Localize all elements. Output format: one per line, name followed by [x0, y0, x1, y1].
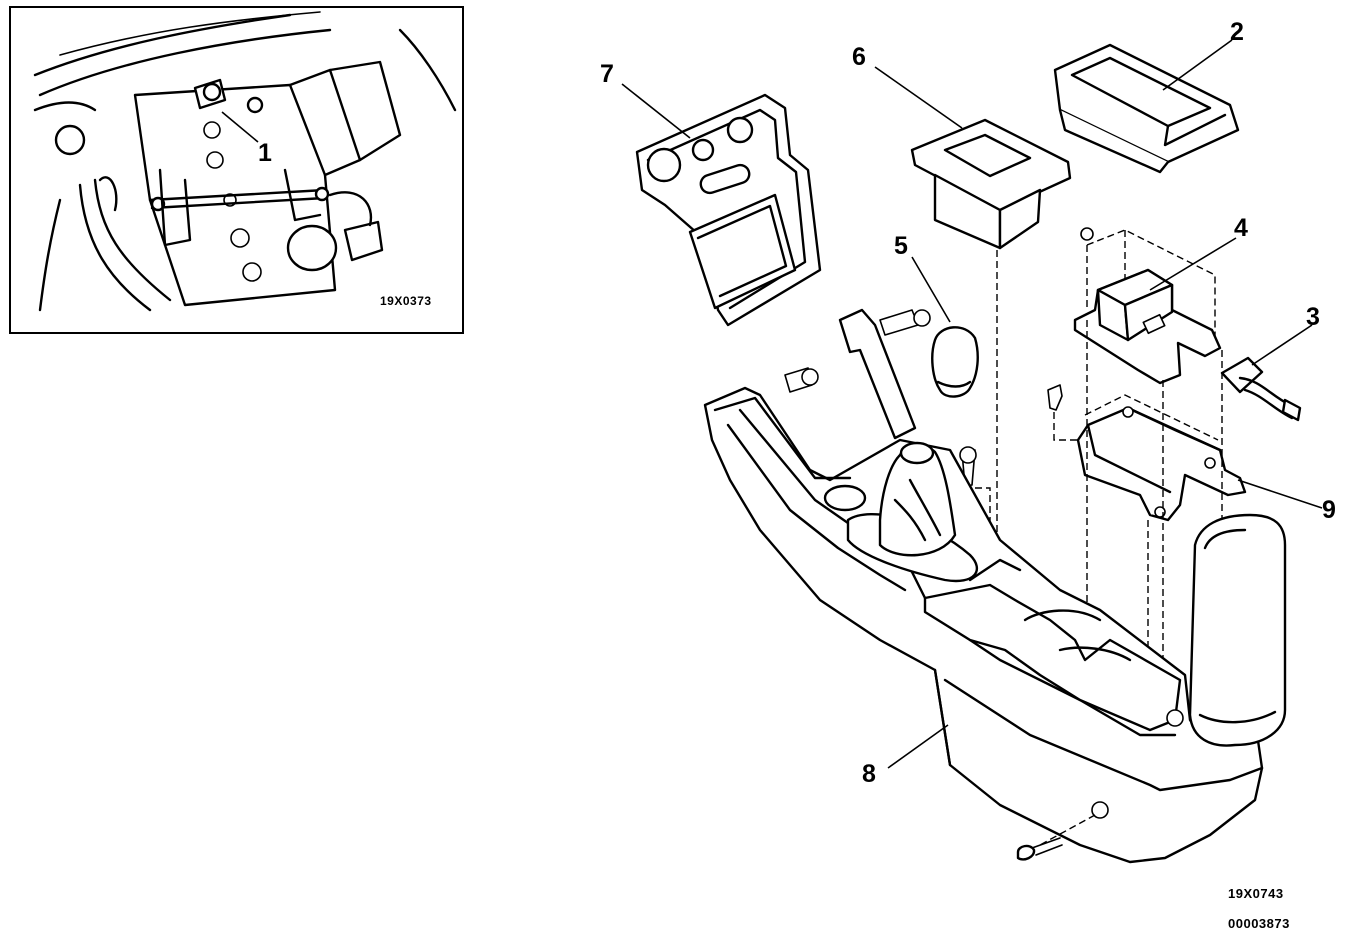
part-5-knob: 5	[894, 232, 979, 398]
part-8-console: 8	[703, 386, 1287, 864]
document-number: 00003873	[1228, 916, 1290, 931]
callout-7: 7	[600, 60, 614, 88]
part-4-module: 4	[1073, 214, 1248, 385]
callout-5: 5	[894, 232, 908, 260]
callout-4: 4	[1234, 214, 1248, 242]
part-2-tray: 2	[1053, 18, 1244, 174]
callout-3: 3	[1306, 303, 1320, 331]
inset-figure-code: 19X0373	[380, 294, 432, 308]
callout-6: 6	[852, 43, 866, 71]
part-7-bezel: 7	[600, 60, 822, 327]
main-figure-code: 19X0743	[1228, 886, 1284, 901]
inset-panel: 1 19X0373	[9, 6, 464, 334]
callout-9: 9	[1322, 496, 1336, 524]
callout-8: 8	[862, 760, 876, 788]
part-6-cover: 6	[852, 43, 1072, 660]
callout-1: 1	[258, 139, 272, 167]
callout-2: 2	[1230, 18, 1244, 46]
part-3-connector: 3	[1220, 303, 1320, 422]
